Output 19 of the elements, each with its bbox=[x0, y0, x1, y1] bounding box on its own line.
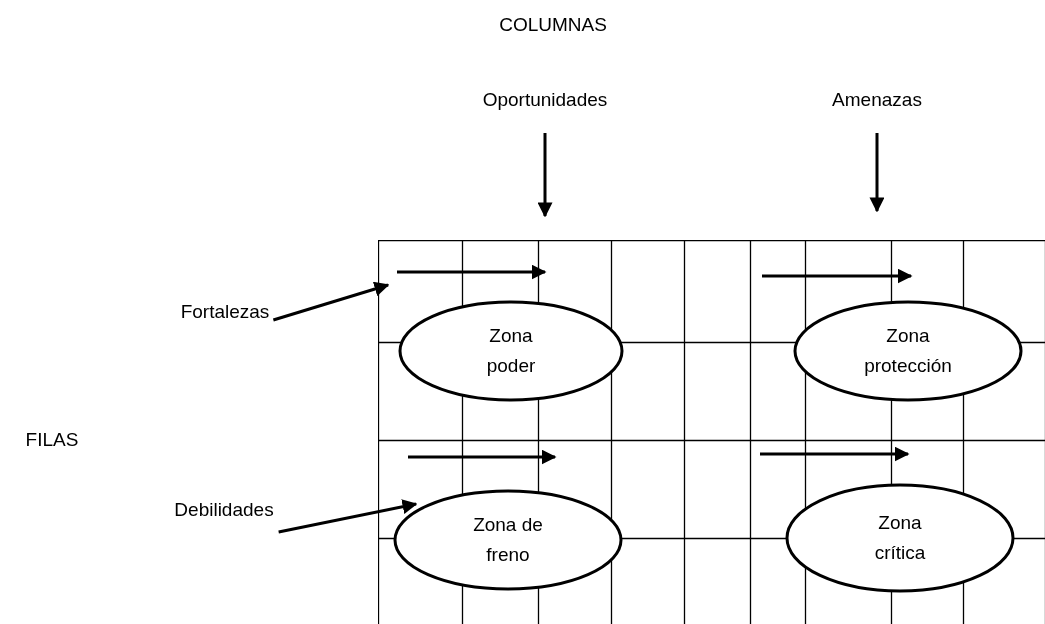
column-header: Oportunidades bbox=[482, 89, 608, 111]
zone-ellipse bbox=[398, 300, 624, 402]
zone-label: Zona protección bbox=[863, 324, 953, 378]
arrow bbox=[272, 281, 390, 322]
zone-ellipse bbox=[785, 483, 1015, 593]
column-header: Amenazas bbox=[832, 89, 922, 111]
axis-title: FILAS bbox=[25, 429, 79, 451]
zone-ellipse bbox=[393, 489, 623, 591]
axis-title: COLUMNAS bbox=[499, 14, 607, 36]
zone-ellipse bbox=[793, 300, 1023, 402]
row-header: Debilidades bbox=[174, 499, 274, 521]
zone-label: Zona crítica bbox=[873, 511, 927, 565]
arrow bbox=[278, 499, 418, 534]
zone-label: Zona poder bbox=[485, 324, 537, 378]
zone-label: Zona de freno bbox=[472, 513, 544, 567]
arrow bbox=[869, 133, 885, 213]
arrow bbox=[537, 133, 553, 218]
row-header: Fortalezas bbox=[180, 301, 270, 323]
grid-chart bbox=[378, 240, 1045, 624]
